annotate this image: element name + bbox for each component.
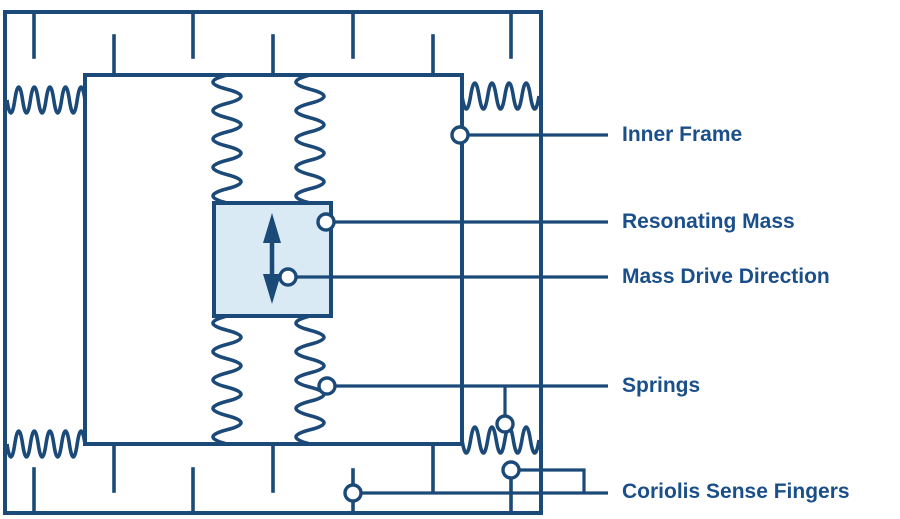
callout-dots [278,125,521,503]
arrowhead-up-icon [263,213,281,243]
spring-top-right [460,81,541,111]
label-coriolis-sense-fingers: Coriolis Sense Fingers [622,480,850,503]
dot-springs-horizontal [495,414,515,434]
leader-coriolis-bracket [511,468,586,493]
label-resonating-mass: Resonating Mass [622,210,795,233]
label-springs: Springs [622,374,701,397]
suspension-springs [5,81,541,459]
label-mass-drive-direction: Mass Drive Direction [622,265,830,288]
outer-frame [3,10,543,515]
dot-resonating-mass [316,212,336,232]
spring-mass-top-right [294,73,326,205]
coriolis-fingers-top-inner [112,34,435,77]
drive-springs [211,73,326,446]
arrowhead-down-icon [263,274,281,304]
callout-leaders [288,133,608,495]
dot-springs-vertical [317,376,337,396]
spring-bottom-right [460,425,541,455]
dot-inner-frame [450,125,470,145]
coriolis-fingers-top-outer [32,11,513,59]
coriolis-fingers-bottom-inner [112,442,435,493]
dot-coriolis-finger-b [501,460,521,480]
label-inner-frame: Inner Frame [622,123,743,146]
spring-mass-bottom-right [294,314,326,446]
drive-direction-arrow [263,213,281,304]
spring-top-left [5,85,87,115]
dot-mass-drive-direction [278,267,298,287]
dot-coriolis-finger-a [343,483,363,503]
spring-bottom-left [5,429,87,459]
spring-mass-bottom-left [211,314,243,446]
spring-mass-top-left [211,73,243,205]
